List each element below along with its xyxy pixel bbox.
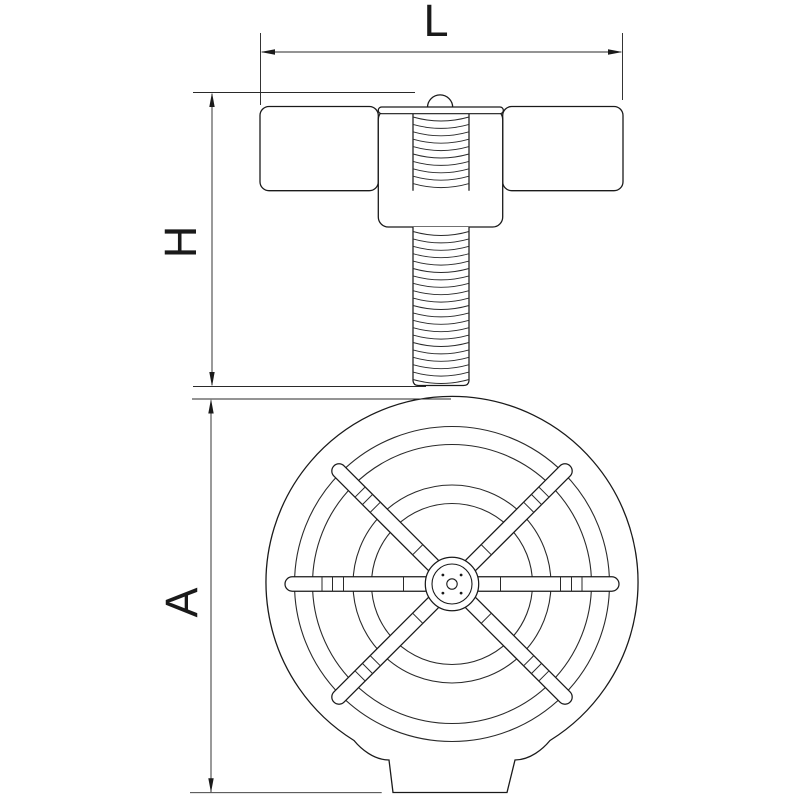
arrowhead-down [208, 778, 214, 793]
dimension-label-H: H [155, 226, 206, 259]
screw-head-dome [426, 94, 454, 108]
hub-bolt-dot [459, 591, 463, 595]
front-view [259, 94, 624, 387]
hub-inner-circle [431, 563, 473, 605]
thread-lines-lower [412, 231, 470, 384]
threaded-rod-upper [412, 113, 470, 191]
thread-lines-upper [412, 116, 470, 189]
dimension-wheel: A [156, 398, 451, 794]
hub-bolt-dot [459, 573, 463, 577]
dimension-height: H [155, 92, 426, 387]
wing-left [259, 105, 379, 192]
wing-right [502, 105, 624, 192]
hub-outer-circle [424, 556, 480, 612]
handwheel-view [265, 395, 639, 794]
wheel-hub [424, 556, 480, 612]
arrowhead-left [260, 49, 275, 55]
dimension-label-A: A [156, 587, 207, 617]
hub-bolt-dot [441, 573, 445, 577]
dimension-label-L: L [423, 0, 448, 46]
center-boss [377, 108, 504, 228]
arrowhead-down [209, 372, 215, 387]
spoke-right [471, 576, 620, 592]
dimension-length: L [260, 0, 623, 105]
threaded-rod-lower [412, 227, 470, 387]
hub-center-hole [446, 578, 458, 590]
head-washer [377, 106, 504, 115]
arrowhead-up [208, 399, 214, 414]
arrowhead-right [608, 49, 623, 55]
arrowhead-up [209, 92, 215, 107]
spoke-left [284, 576, 433, 592]
hub-bolt-dot [441, 591, 445, 595]
